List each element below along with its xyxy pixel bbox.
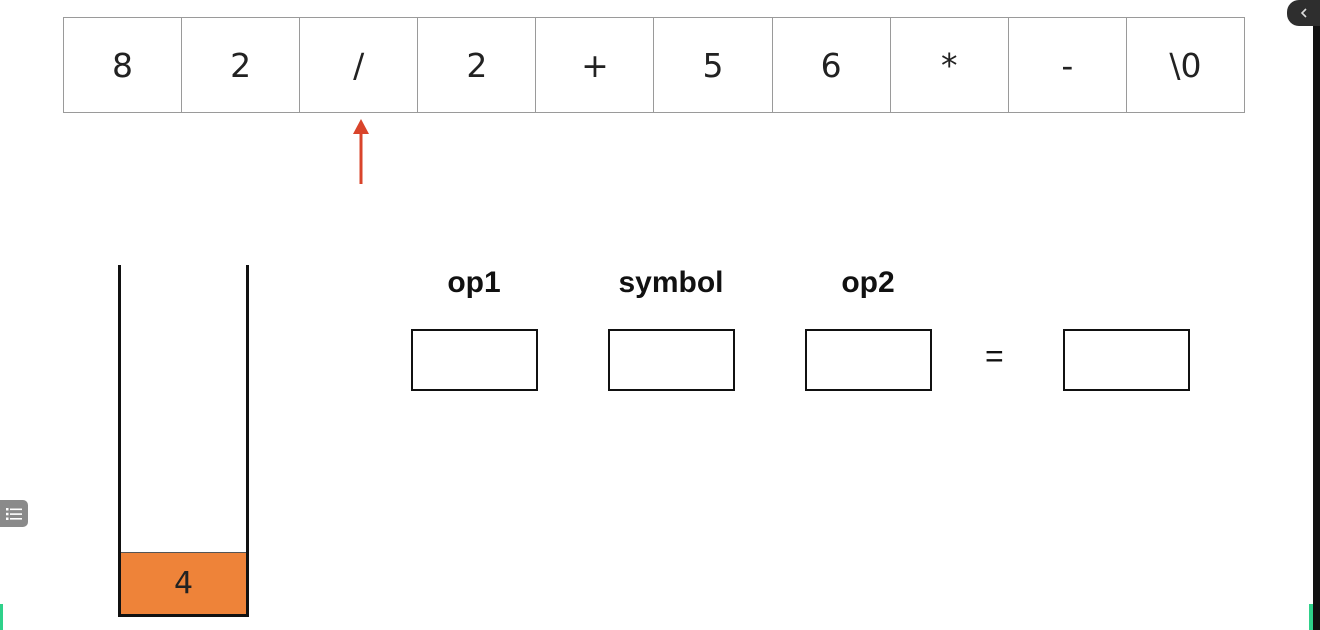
side-panel-edge: [1313, 26, 1320, 630]
symbol-label: symbol: [618, 266, 724, 299]
expression-tape: 8 2 / 2 + 5 6 * - \0: [63, 17, 1245, 113]
chevron-left-icon: [1300, 8, 1307, 18]
tape-cell: 6: [773, 18, 891, 112]
op1-box: [411, 329, 538, 391]
tape-cell: 8: [64, 18, 183, 112]
list-icon: [6, 507, 22, 520]
result-box: [1063, 329, 1190, 391]
tape-cell: -: [1009, 18, 1127, 112]
progress-indicator-right: [1309, 604, 1313, 630]
tape-cell: 2: [418, 18, 537, 112]
op1-label: op1: [447, 266, 501, 299]
stack-container: 4: [118, 265, 249, 617]
tape-cell: *: [891, 18, 1009, 112]
tape-cell: +: [536, 18, 655, 112]
tape-cell: /: [300, 18, 419, 112]
outline-button[interactable]: [0, 500, 28, 527]
symbol-box: [608, 329, 735, 391]
progress-indicator-left: [0, 604, 3, 630]
op2-box: [805, 329, 932, 391]
tape-cell: 2: [182, 18, 301, 112]
stack-item: 4: [121, 552, 246, 614]
op2-label: op2: [841, 266, 895, 299]
tape-cell: \0: [1169, 45, 1202, 85]
equals-sign: =: [985, 338, 1004, 374]
tape-cell: 5: [654, 18, 773, 112]
pointer-arrow-icon: [353, 119, 369, 184]
collapse-panel-button[interactable]: [1287, 0, 1320, 26]
